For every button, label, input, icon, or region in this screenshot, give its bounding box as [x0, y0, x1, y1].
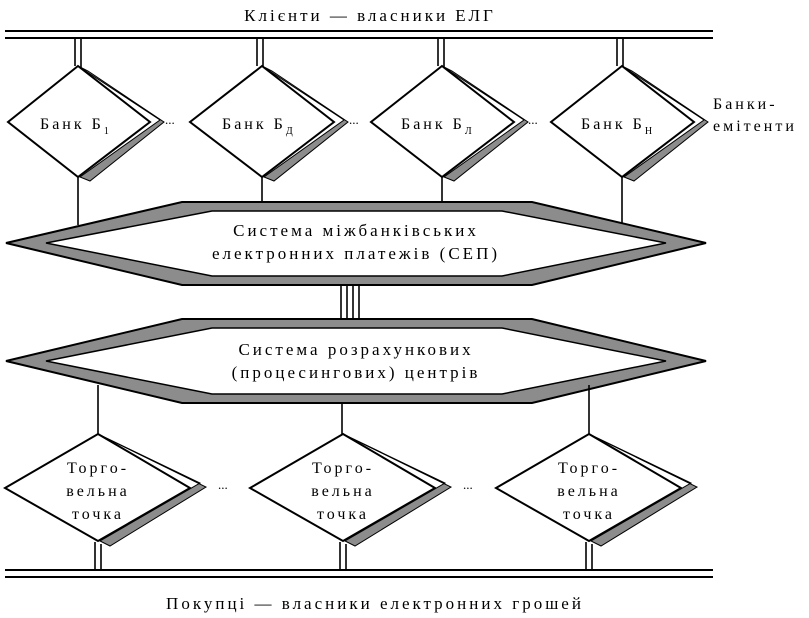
top-bus-label: Клієнти — власники ЕЛГ [244, 6, 496, 25]
bank-ellipsis: ... [528, 112, 538, 127]
merchant-1-label: точка [72, 506, 124, 523]
merchant-3-label: Торго- [558, 460, 620, 477]
merchant-1-label: Торго- [67, 460, 129, 477]
processing-label: Система розрахункових [238, 340, 473, 359]
merchant-node-2 [247, 432, 453, 547]
merchant-2-label: точка [317, 506, 369, 523]
issuers-label: Банки- [713, 96, 778, 113]
sep-label: Система міжбанківських [233, 221, 479, 240]
processing-node [5, 318, 707, 404]
issuers-label: емітенти [713, 118, 797, 135]
bank-1-label: Банк Б1 [40, 116, 112, 137]
merchant-2-label: Торго- [312, 460, 374, 477]
sep-node [5, 201, 707, 286]
merchant-3-label: точка [563, 506, 615, 523]
sep-label: електронних платежів (СЕП) [212, 244, 500, 263]
merchant-3-label: вельна [557, 483, 621, 500]
bottom-bus-label: Покупці — власники електронних грошей [166, 594, 584, 613]
merchant-ellipsis: ... [463, 477, 473, 492]
bank-3-label: Банк БЛ [401, 116, 475, 137]
bank-ellipsis: ... [349, 112, 359, 127]
bank-4-label: Банк БН [581, 116, 655, 137]
merchant-2-label: вельна [311, 483, 375, 500]
merchant-1-label: вельна [66, 483, 130, 500]
merchant-node-1 [2, 432, 208, 547]
merchant-node-3 [493, 432, 699, 547]
bank-2-label: Банк БД [222, 116, 296, 137]
bank-ellipsis: ... [165, 112, 175, 127]
merchant-ellipsis: ... [218, 477, 228, 492]
processing-label: (процесингових) центрів [232, 363, 481, 382]
